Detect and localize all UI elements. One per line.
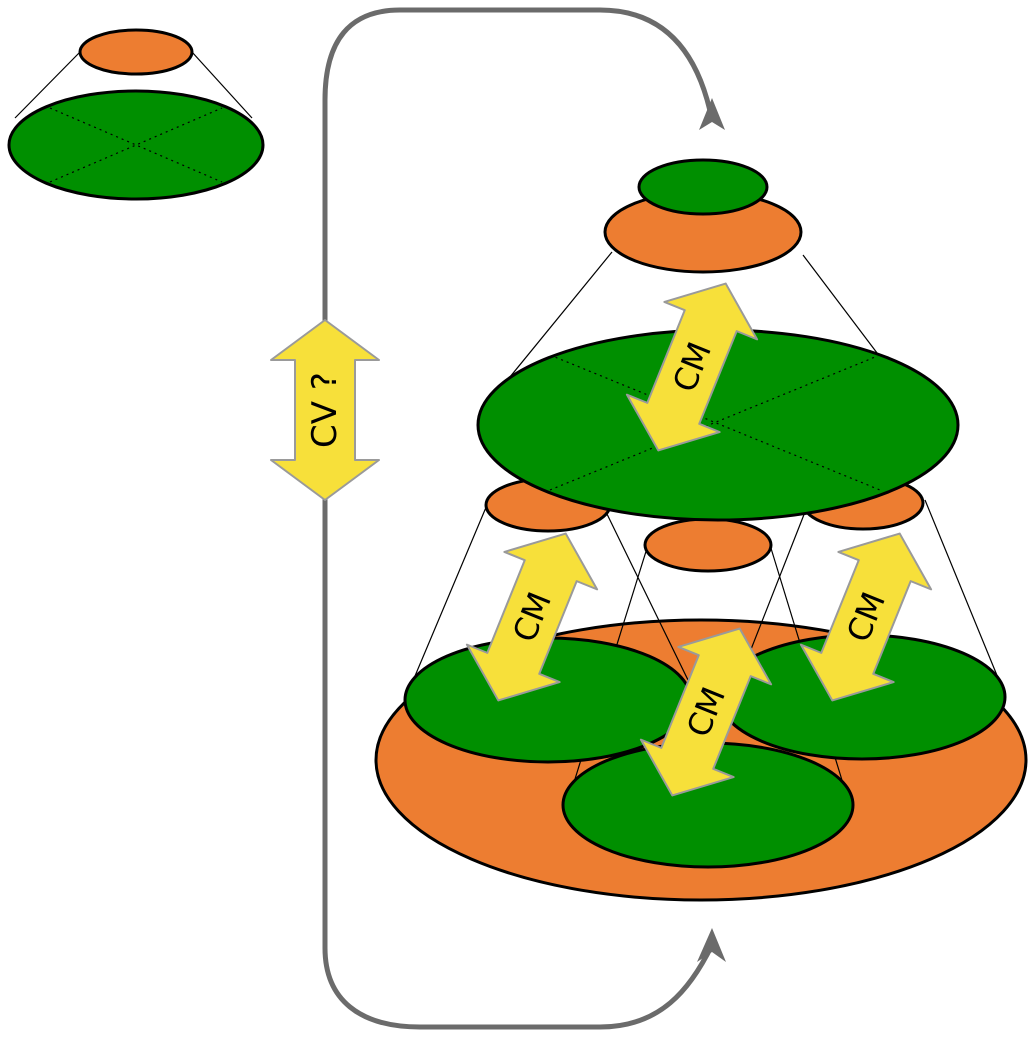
small-cone bbox=[7, 28, 265, 201]
cm-arrow-right bbox=[799, 532, 933, 702]
small-cone-dotted-cross bbox=[49, 107, 223, 183]
cm-arrow-left bbox=[465, 532, 599, 702]
cv-label: CV ? bbox=[305, 372, 345, 448]
connector-arrowhead-top bbox=[699, 98, 725, 130]
orange-disc-center bbox=[643, 517, 773, 573]
cm-arrow-center bbox=[639, 627, 773, 797]
small-cone-left-edge bbox=[14, 51, 81, 119]
connector-loop bbox=[322, 7, 715, 1030]
cv-double-arrow bbox=[270, 319, 380, 501]
small-cone-right-edge bbox=[191, 51, 253, 119]
cm-arrow-top bbox=[625, 282, 759, 452]
top-green-disc bbox=[637, 158, 769, 216]
small-cone-green-base bbox=[7, 89, 265, 201]
connector-arrowhead-bottom bbox=[697, 928, 726, 962]
small-cone-orange-top bbox=[78, 28, 194, 76]
cv-arrow-shape bbox=[270, 319, 380, 501]
